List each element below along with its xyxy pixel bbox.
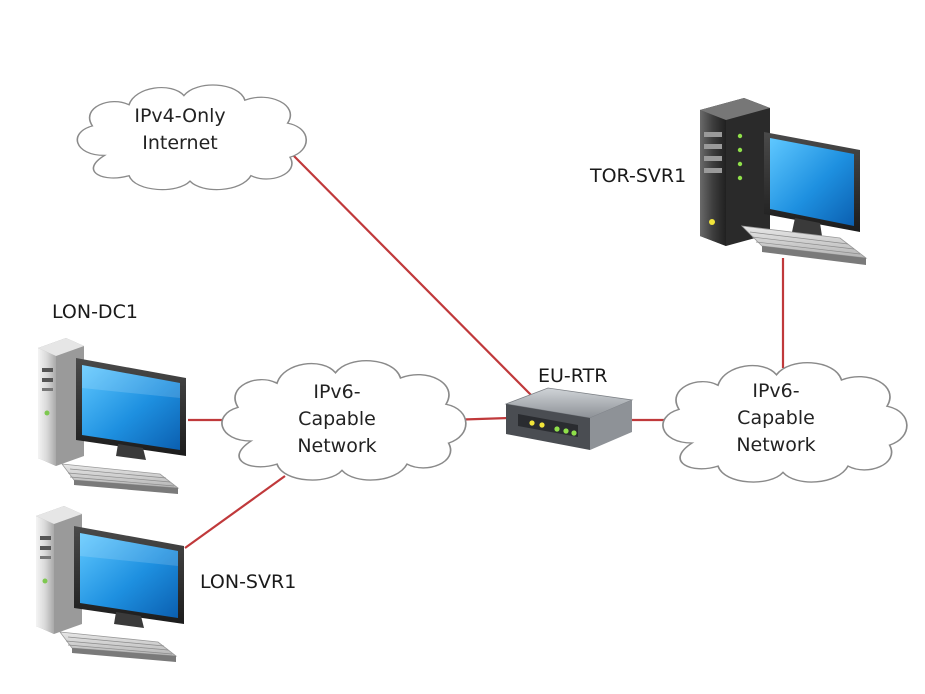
eu-rtr-node: EU-RTR bbox=[504, 365, 634, 450]
ipv6-right-label-line2: Capable bbox=[737, 407, 815, 429]
desktop-computer-icon bbox=[35, 505, 185, 663]
tor-svr1-node: TOR-SVR1 bbox=[589, 98, 868, 265]
lon-svr1-label: LON-SVR1 bbox=[200, 571, 296, 593]
ipv4-internet-cloud: IPv4-Only Internet bbox=[76, 84, 308, 191]
ipv4-internet-label-line1: IPv4-Only bbox=[134, 105, 225, 127]
ipv6-left-label-line1: IPv6- bbox=[313, 381, 360, 403]
router-label: EU-RTR bbox=[538, 365, 607, 387]
link-lon-svr1-to-ipv6-left bbox=[184, 475, 286, 549]
desktop-computer-icon bbox=[37, 337, 187, 495]
ipv6-right-cloud: IPv6- Capable Network bbox=[662, 361, 908, 483]
link-internet-to-router bbox=[285, 147, 533, 397]
ipv6-left-label-line3: Network bbox=[297, 435, 376, 457]
ipv4-internet-label-line2: Internet bbox=[142, 132, 217, 154]
router-icon bbox=[504, 387, 634, 450]
network-links bbox=[184, 147, 785, 549]
ipv6-right-label-line3: Network bbox=[736, 434, 815, 456]
ipv6-left-label-line2: Capable bbox=[298, 408, 376, 430]
lon-dc1-node: LON-DC1 bbox=[37, 301, 187, 495]
ipv6-right-label-line1: IPv6- bbox=[752, 380, 799, 402]
tor-svr1-label: TOR-SVR1 bbox=[589, 165, 686, 187]
server-computer-icon bbox=[700, 98, 868, 265]
lon-svr1-node: LON-SVR1 bbox=[35, 505, 296, 663]
lon-dc1-label: LON-DC1 bbox=[52, 301, 138, 323]
ipv6-left-cloud: IPv6- Capable Network bbox=[221, 359, 467, 481]
